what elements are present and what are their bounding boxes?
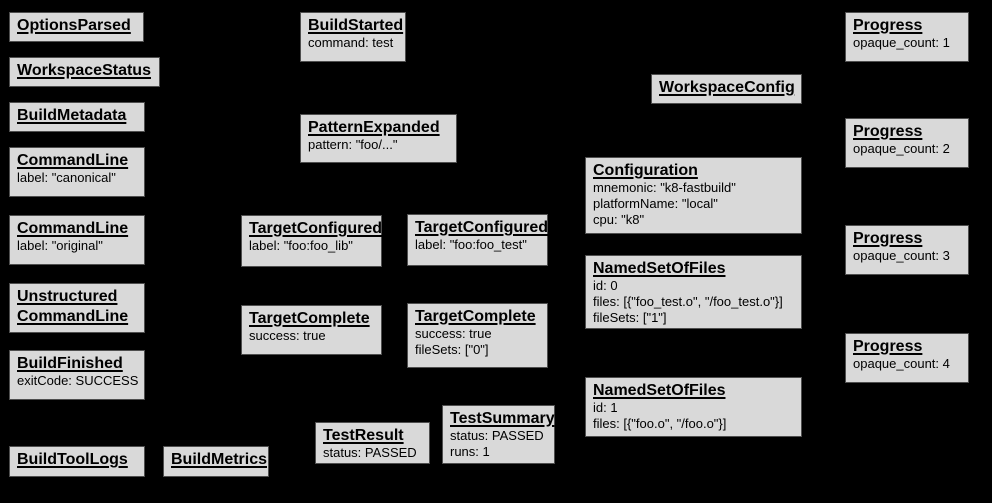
node-field: exitCode: SUCCESS bbox=[17, 373, 139, 388]
node-title: Progress bbox=[853, 123, 923, 140]
node-named-set-of-files-0: NamedSetOfFiles id: 0 files: [{"foo_test… bbox=[585, 255, 802, 329]
node-progress-1: Progress opaque_count: 1 bbox=[845, 12, 969, 62]
node-title: BuildToolLogs bbox=[17, 451, 128, 468]
node-unstructured-command-line: Unstructured CommandLine bbox=[9, 283, 145, 333]
node-field: files: [{"foo_test.o", "/foo_test.o"}] bbox=[593, 294, 783, 309]
node-field: opaque_count: 1 bbox=[853, 35, 950, 50]
node-command-line-canonical: CommandLine label: "canonical" bbox=[9, 147, 145, 197]
node-title: NamedSetOfFiles bbox=[593, 260, 726, 277]
node-target-complete-lib: TargetComplete success: true bbox=[241, 305, 382, 355]
node-field: mnemonic: "k8-fastbuild" bbox=[593, 180, 736, 195]
node-title: Unstructured CommandLine bbox=[17, 288, 129, 325]
node-title: OptionsParsed bbox=[17, 17, 131, 34]
node-configuration: Configuration mnemonic: "k8-fastbuild" p… bbox=[585, 157, 802, 234]
node-build-metadata: BuildMetadata bbox=[9, 102, 145, 132]
node-title: BuildStarted bbox=[308, 17, 404, 34]
node-title: TargetConfigured bbox=[249, 220, 383, 237]
node-title: BuildMetrics bbox=[171, 451, 268, 468]
node-title: TestResult bbox=[323, 427, 404, 444]
node-field: success: true bbox=[415, 326, 492, 341]
node-field: opaque_count: 4 bbox=[853, 356, 950, 371]
node-title: CommandLine bbox=[17, 152, 129, 169]
node-target-complete-test: TargetComplete success: true fileSets: [… bbox=[407, 303, 548, 368]
node-title: WorkspaceStatus bbox=[17, 62, 151, 79]
node-build-metrics: BuildMetrics bbox=[163, 446, 269, 477]
node-target-configured-test: TargetConfigured label: "foo:foo_test" bbox=[407, 214, 548, 266]
node-title: TestSummary bbox=[450, 410, 555, 427]
node-title: NamedSetOfFiles bbox=[593, 382, 726, 399]
node-field: id: 1 bbox=[593, 400, 618, 415]
node-field: label: "original" bbox=[17, 238, 103, 253]
node-title: Progress bbox=[853, 338, 923, 355]
node-field: opaque_count: 2 bbox=[853, 141, 950, 156]
node-field: pattern: "foo/..." bbox=[308, 137, 398, 152]
node-field: command: test bbox=[308, 35, 394, 50]
node-workspace-status: WorkspaceStatus bbox=[9, 57, 160, 87]
node-field: runs: 1 bbox=[450, 444, 490, 459]
node-field: label: "foo:foo_lib" bbox=[249, 238, 353, 253]
node-title: WorkspaceConfig bbox=[659, 79, 795, 96]
node-field: status: PASSED bbox=[450, 428, 544, 443]
node-title: Progress bbox=[853, 230, 923, 247]
node-test-summary: TestSummary status: PASSED runs: 1 bbox=[442, 405, 555, 464]
node-field: id: 0 bbox=[593, 278, 618, 293]
node-build-started: BuildStarted command: test bbox=[300, 12, 406, 62]
node-field: fileSets: ["1"] bbox=[593, 310, 667, 325]
node-workspace-config: WorkspaceConfig bbox=[651, 74, 802, 104]
node-title: TargetComplete bbox=[249, 310, 370, 327]
node-progress-4: Progress opaque_count: 4 bbox=[845, 333, 969, 383]
node-options-parsed: OptionsParsed bbox=[9, 12, 144, 42]
node-field: label: "canonical" bbox=[17, 170, 116, 185]
node-title: BuildFinished bbox=[17, 355, 123, 372]
node-pattern-expanded: PatternExpanded pattern: "foo/..." bbox=[300, 114, 457, 163]
node-title: TargetComplete bbox=[415, 308, 536, 325]
node-title: PatternExpanded bbox=[308, 119, 440, 136]
node-named-set-of-files-1: NamedSetOfFiles id: 1 files: [{"foo.o", … bbox=[585, 377, 802, 437]
node-build-tool-logs: BuildToolLogs bbox=[9, 446, 145, 477]
node-title: BuildMetadata bbox=[17, 107, 127, 124]
node-field: cpu: "k8" bbox=[593, 212, 645, 227]
node-title: TargetConfigured bbox=[415, 219, 549, 236]
node-progress-2: Progress opaque_count: 2 bbox=[845, 118, 969, 168]
node-field: status: PASSED bbox=[323, 445, 417, 460]
node-title: Progress bbox=[853, 17, 923, 34]
node-field: platformName: "local" bbox=[593, 196, 718, 211]
node-field: opaque_count: 3 bbox=[853, 248, 950, 263]
node-title: Configuration bbox=[593, 162, 698, 179]
node-field: files: [{"foo.o", "/foo.o"}] bbox=[593, 416, 727, 431]
node-field: fileSets: ["0"] bbox=[415, 342, 489, 357]
node-field: label: "foo:foo_test" bbox=[415, 237, 527, 252]
node-build-finished: BuildFinished exitCode: SUCCESS bbox=[9, 350, 145, 400]
node-title: CommandLine bbox=[17, 220, 129, 237]
node-target-configured-lib: TargetConfigured label: "foo:foo_lib" bbox=[241, 215, 382, 267]
node-progress-3: Progress opaque_count: 3 bbox=[845, 225, 969, 275]
node-test-result: TestResult status: PASSED bbox=[315, 422, 430, 464]
node-field: success: true bbox=[249, 328, 326, 343]
node-command-line-original: CommandLine label: "original" bbox=[9, 215, 145, 265]
